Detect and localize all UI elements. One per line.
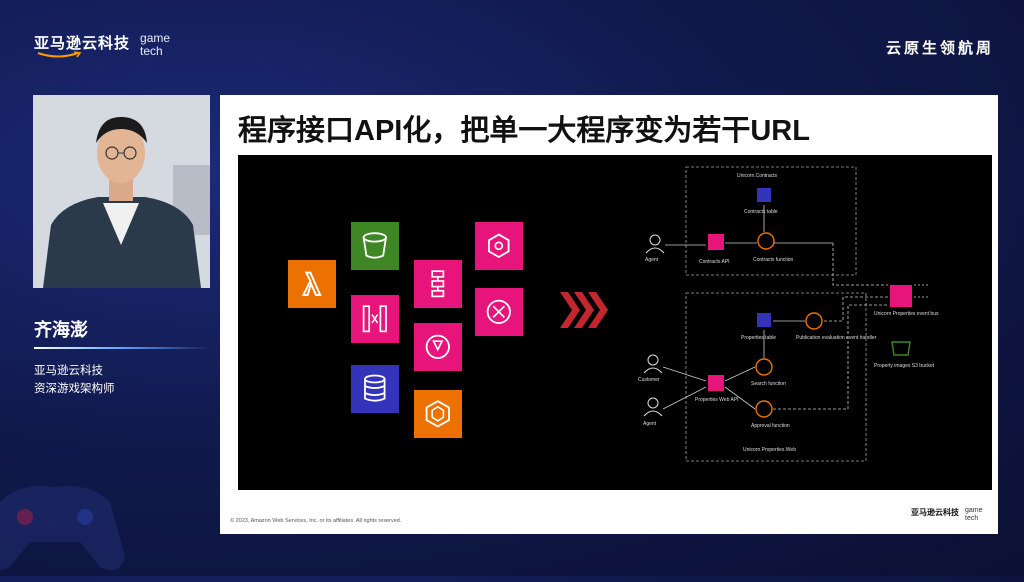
- contracts-table-label: Contracts table: [744, 209, 778, 215]
- event-title: 云原生领航周: [885, 40, 994, 57]
- slide-brand-game-tech: game tech: [965, 507, 983, 522]
- event-bus-label: Unicorn Properties event bus: [874, 311, 939, 317]
- lambda-icon: [288, 260, 336, 308]
- eventbridge-icon: [414, 323, 462, 371]
- properties-group-label: Unicorn.Properties.Web: [743, 447, 796, 453]
- copyright-notice: © 2023, Amazon Web Services, Inc. or its…: [230, 518, 402, 524]
- s3-bucket-label: Property images S3 bucket: [874, 363, 935, 369]
- properties-api-label: Properties Web API: [695, 397, 739, 403]
- agent-label-2: Agent: [643, 421, 657, 427]
- brand-name: 亚马逊云科技: [34, 35, 131, 52]
- api-gateway-icon: [351, 295, 399, 343]
- approval-function-label: Approval function: [751, 423, 790, 429]
- sns-icon: [475, 288, 523, 336]
- architecture-diagram: Unicorn.Contracts Contracts table Contra…: [238, 155, 992, 490]
- s3-bucket-icon: [351, 222, 399, 270]
- transform-arrows-icon: [560, 292, 608, 328]
- speaker-video: [33, 95, 210, 288]
- contracts-group-label: Unicorn.Contracts: [737, 173, 778, 179]
- publication-handler-label: Publication evaluation event handler: [796, 335, 877, 341]
- brand-logo: 亚马逊云科技 game tech: [34, 32, 170, 58]
- top-bar: 亚马逊云科技 game tech 云原生领航周: [0, 0, 1024, 80]
- slide-brand-logo: 亚马逊云科技 game tech: [911, 507, 983, 523]
- amazon-smile-icon: [37, 51, 82, 58]
- brand-game-tech: game tech: [140, 31, 171, 58]
- speaker-role: 资深游戏架构师: [34, 383, 115, 395]
- dynamodb-icon: [351, 365, 399, 413]
- app-mesh-icon: [475, 222, 523, 270]
- slide-title: 程序接口API化，把单一大程序变为若干URL: [238, 115, 810, 147]
- customer-label: Customer: [638, 377, 660, 383]
- slide-brand-name: 亚马逊云科技: [911, 508, 959, 517]
- name-divider: [34, 347, 210, 349]
- speaker-company: 亚马逊云科技: [34, 365, 103, 377]
- serverless-architecture: Unicorn.Contracts Contracts table Contra…: [638, 166, 939, 462]
- agent-label-1: Agent: [645, 257, 659, 263]
- speaker-figure: [33, 95, 210, 288]
- step-functions-icon: [414, 260, 462, 308]
- presentation-slide: 程序接口API化，把单一大程序变为若干URL: [220, 95, 998, 534]
- search-function-label: Search function: [751, 381, 786, 387]
- contracts-api-label: Contracts API: [699, 259, 730, 265]
- gamepad-icon: [0, 486, 125, 571]
- contracts-function-label: Contracts function: [753, 257, 794, 263]
- properties-table-label: Properties table: [741, 335, 776, 341]
- speaker-name: 齐海澎: [34, 320, 88, 340]
- ecs-icon: [414, 390, 462, 438]
